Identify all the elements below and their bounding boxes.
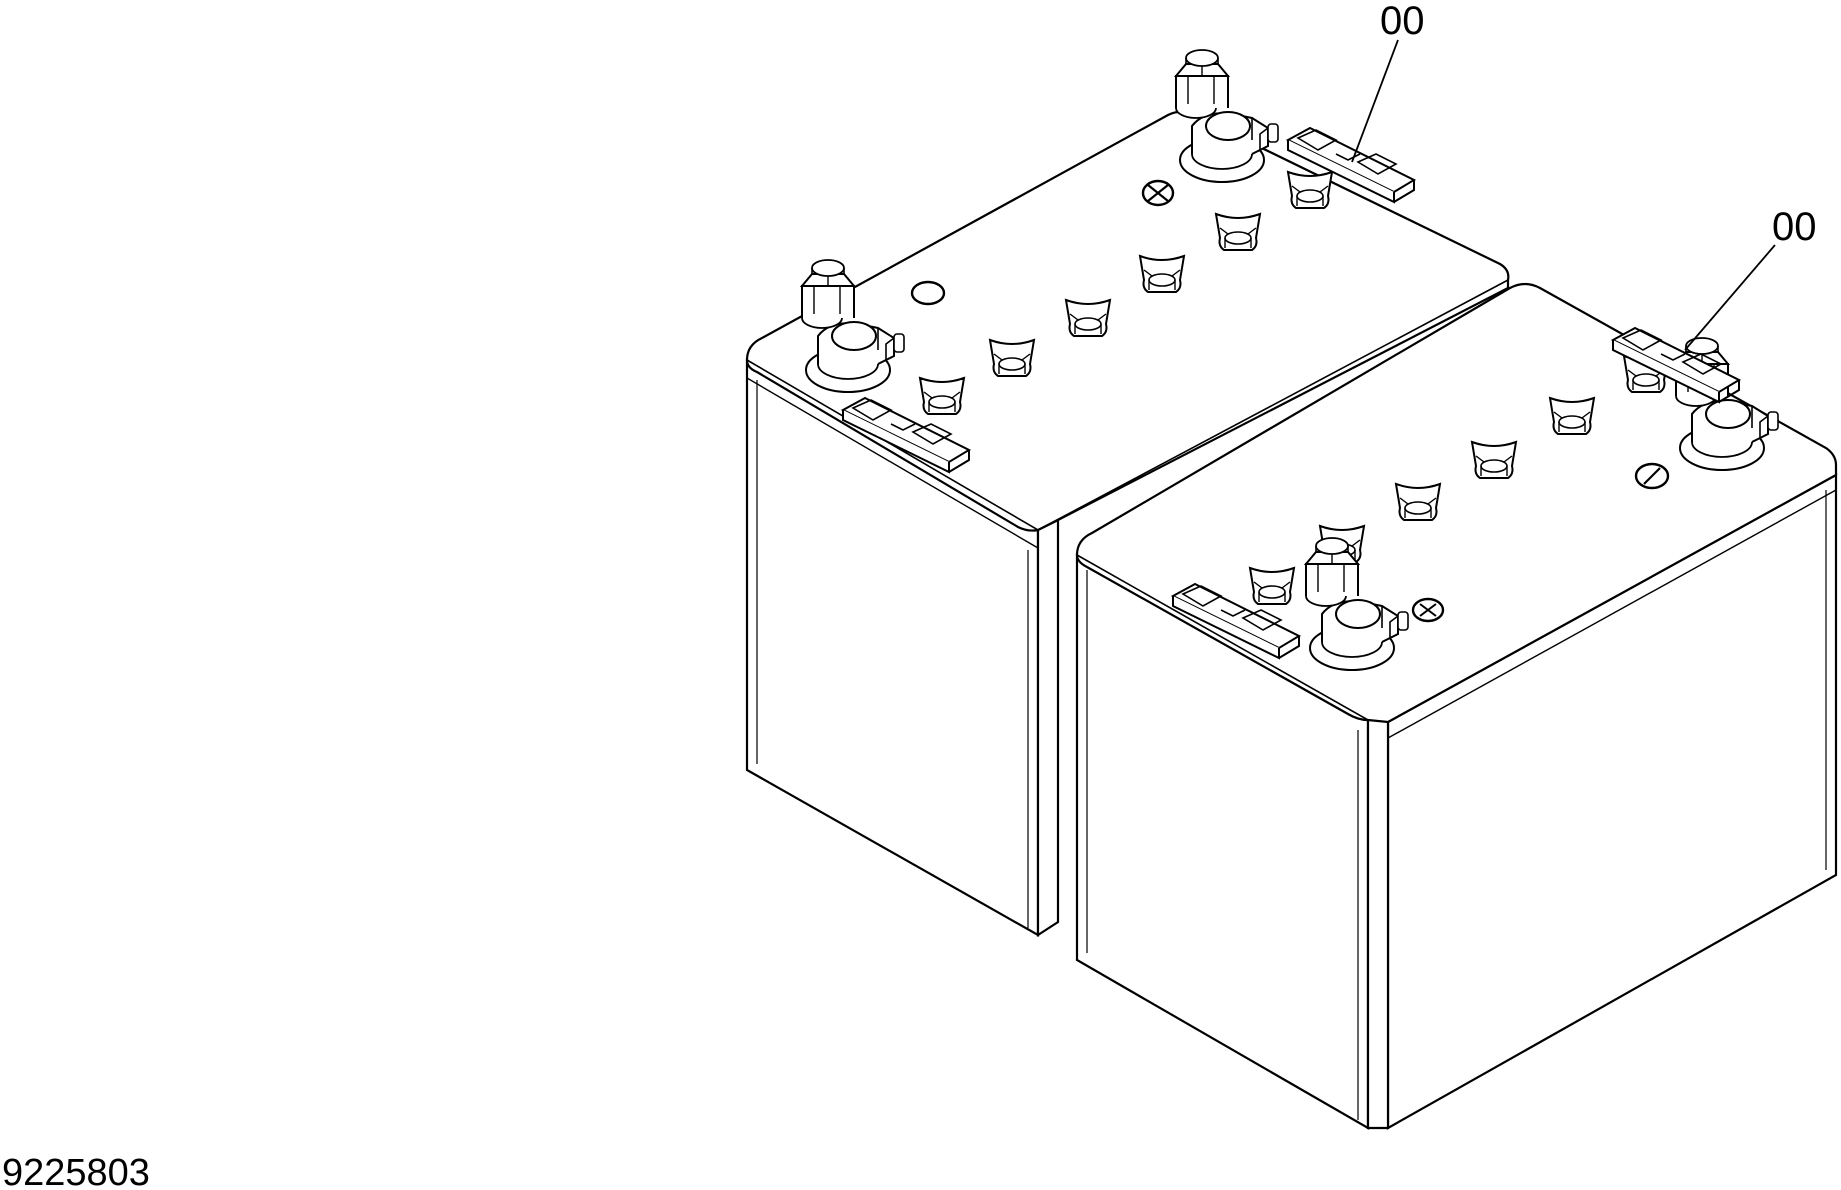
front-battery	[1075, 282, 1838, 1130]
positive-polarity-icon	[1411, 597, 1445, 623]
vent-cap-icon	[1249, 567, 1295, 605]
vent-cap-icon	[1549, 397, 1595, 435]
vent-cap-icon	[1065, 299, 1111, 337]
negative-polarity-icon	[1634, 462, 1670, 490]
rear-battery-front-face	[1036, 518, 1060, 938]
positive-polarity-icon	[1141, 179, 1175, 207]
callout-1: 00	[1351, 0, 1425, 163]
vent-cap-icon	[1215, 213, 1261, 251]
vent-cap-icon	[1395, 483, 1441, 521]
vent-cap-icon	[989, 339, 1035, 377]
negative-polarity-icon	[910, 280, 946, 306]
vent-cap-icon	[1287, 171, 1333, 209]
callout-label: 00	[1772, 205, 1817, 249]
callout-label: 00	[1380, 0, 1425, 43]
vent-cap-icon	[1139, 255, 1185, 293]
callout-2: 00	[1684, 205, 1817, 351]
drawing-id-label: 9225803	[2, 1152, 150, 1190]
vent-cap-icon	[1471, 441, 1517, 479]
rear-battery-positive-terminal	[1175, 49, 1279, 184]
rear-battery-lid	[745, 110, 1510, 532]
rear-battery	[745, 49, 1510, 938]
vent-cap-icon	[919, 377, 965, 415]
